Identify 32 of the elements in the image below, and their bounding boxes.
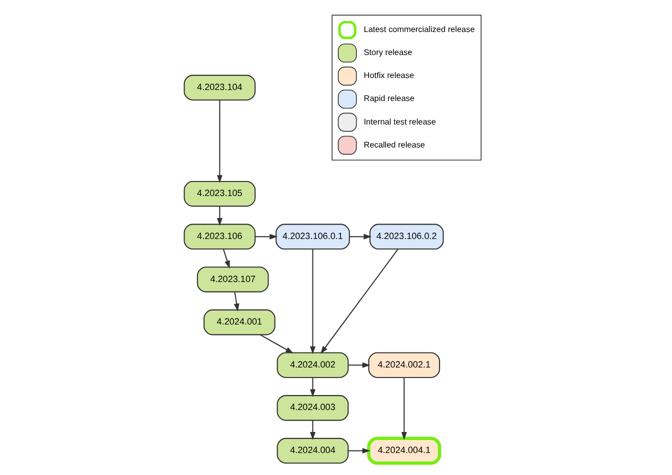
legend-label: Recalled release	[364, 140, 426, 150]
legend-label: Hotfix release	[364, 71, 414, 80]
node-box: 4.2024.003	[276, 395, 349, 421]
node-box: 4.2023.107	[196, 266, 269, 292]
node-box: 4.2023.106	[184, 224, 256, 250]
node-box: 4.2024.001	[204, 309, 276, 336]
legend-label: Rapid release	[364, 94, 415, 104]
arrow	[401, 378, 407, 440]
arrow	[320, 248, 398, 354]
arrow	[216, 206, 222, 226]
legend-label: Story release	[364, 48, 412, 58]
node-box: 4.2023.106.0.1	[276, 224, 350, 250]
node-box: 4.2024.004.1	[367, 436, 442, 465]
node-box: 4.2023.105	[184, 180, 256, 207]
arrow	[260, 334, 294, 354]
node-box: 4.2024.002	[276, 352, 349, 378]
arrow	[255, 234, 278, 240]
arrow	[348, 448, 370, 454]
arrow	[222, 249, 230, 269]
arrow	[216, 100, 222, 184]
legend-label: Internal test release	[364, 117, 436, 126]
arrow	[310, 249, 316, 354]
legend-label: Latest commercialized release	[364, 25, 475, 34]
node-box: 4.2024.002.1	[368, 352, 440, 378]
arrow	[310, 420, 316, 440]
arrow	[310, 378, 316, 398]
arrow	[348, 362, 370, 368]
arrow	[234, 292, 240, 312]
node-box: 4.2023.106.0.2	[369, 224, 444, 250]
arrow	[349, 234, 372, 240]
node-box: 4.2024.004	[276, 438, 349, 464]
node-box: 4.2023.104	[184, 74, 256, 101]
